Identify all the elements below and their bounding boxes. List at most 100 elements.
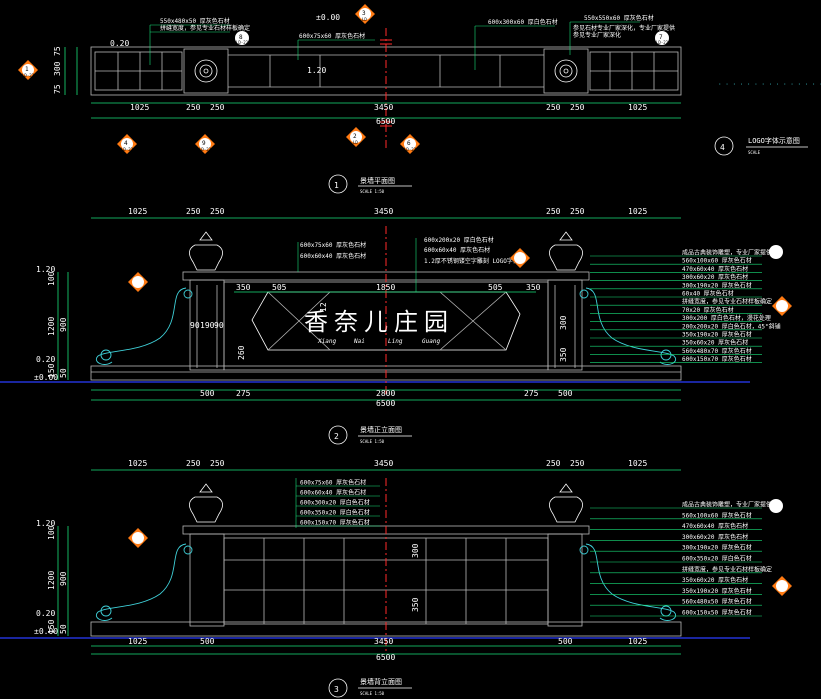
leader-note: 600x150x70 厚灰色石材 <box>682 355 752 363</box>
front-dim-bottom-2: 275 <box>236 389 251 398</box>
svg-text:LD-22: LD-22 <box>236 40 249 45</box>
plan-vdim-300: 300 <box>53 61 62 76</box>
section-tag-7: 7 LD-22 <box>655 31 669 45</box>
section-tag-9: 9 LD-22 <box>195 134 215 154</box>
front-logo-en-4: Guang <box>422 338 440 345</box>
front-logo-en-1: Xiang <box>317 338 336 345</box>
front-dim-top-6: 250 <box>570 207 585 216</box>
front-level-020: 0.20 <box>36 355 55 364</box>
front-dim-top-1: 1025 <box>128 207 147 216</box>
back-vdim-50: 50 <box>59 624 68 634</box>
leader-note: 300x200 厚白色石材，漫花处理 <box>682 314 771 322</box>
back-dim-bottom-2: 500 <box>200 637 215 646</box>
back-tag-7 <box>769 499 783 513</box>
back-inner-dim-2: 350 <box>411 597 420 612</box>
plan-right-pier <box>543 48 589 94</box>
leader-note: 300x190x20 厚灰色石材 <box>682 281 752 289</box>
back-title-number: 3 <box>334 685 339 694</box>
leader-note: 560x480x70 厚灰色石材 <box>682 347 752 355</box>
leader-note: 600x60x40 厚灰色石材 <box>300 489 366 497</box>
front-inner-dim-5: 300 <box>559 315 568 330</box>
plan-title: 景墙平面图 <box>360 176 395 185</box>
leader-note: 560x100x60 厚灰色石材 <box>682 257 752 265</box>
plan-elevation-mark: ±0.00 <box>316 13 340 22</box>
front-dim-top-2: 250 <box>186 207 201 216</box>
front-dim-top-7: 1025 <box>628 207 647 216</box>
back-left-volute <box>96 543 187 621</box>
back-dim-top-6: 250 <box>570 459 585 468</box>
plan-note-4: 600x300x60 厚白色石材 <box>488 18 558 26</box>
front-left-urn <box>189 231 223 271</box>
front-logo-en-3: Ling <box>388 338 403 345</box>
back-left-urn <box>189 483 223 523</box>
plan-dim-250-b: 250 <box>210 103 225 112</box>
plan-vdim-75a: 75 <box>53 46 62 56</box>
front-dim-top-4: 3450 <box>374 207 393 216</box>
back-dim-top-2: 250 <box>186 459 201 468</box>
front-tag-5 <box>510 248 530 268</box>
back-right-volute <box>585 543 676 621</box>
front-level-120: 1.20 <box>36 265 55 274</box>
back-dim-bottom-4: 500 <box>558 637 573 646</box>
svg-text:LD-22: LD-22 <box>656 40 669 45</box>
plan-title-block: 1 景墙平面图 SCALE 1:50 <box>328 174 412 194</box>
back-vdim-900: 900 <box>59 571 68 586</box>
back-dim-bottom-3: 3450 <box>374 637 393 646</box>
back-vdim-100: 100 <box>47 525 56 540</box>
plan-level-020: 0.20 <box>110 39 129 48</box>
back-vdim-150: 150 <box>47 619 56 634</box>
front-dim-bottom-4: 275 <box>524 389 539 398</box>
back-right-pier <box>547 533 583 627</box>
front-right-urn <box>549 231 583 271</box>
leader-note: 560x100x60 厚灰色石材 <box>682 511 752 519</box>
leader-note: 600x150x70 厚灰色石材 <box>300 519 370 527</box>
plan-dim-250-d: 250 <box>570 103 585 112</box>
front-scale: SCALE 1:50 <box>360 439 385 444</box>
back-tag-8-right <box>772 576 792 596</box>
svg-text:6: 6 <box>407 140 411 147</box>
section-tag-6: 6 LD-22 <box>400 134 420 154</box>
front-left-volute <box>96 287 187 365</box>
front-inner-dim-6: 350 <box>559 347 568 362</box>
leader-note: 600x300x20 厚白色石材 <box>300 499 370 507</box>
front-inner-dim-2: 190 <box>200 321 215 330</box>
plan-faint-ref: · · · · · · · · · · · · · · · · <box>718 81 821 88</box>
front-note-top-5: 1.2厚不锈钢镂空字雕刻 LOGO字体 <box>424 257 519 265</box>
plan-note-7: 参见专业厂家深化 <box>573 31 621 39</box>
front-dim-top-5: 250 <box>546 207 561 216</box>
back-right-urn <box>549 483 583 523</box>
svg-text:LD-22: LD-22 <box>121 147 134 152</box>
back-scale: SCALE 1:50 <box>360 691 385 696</box>
front-dim-bottom-1: 500 <box>200 389 215 398</box>
leader-note: 350x60x20 厚灰色石材 <box>682 339 748 347</box>
back-elevation: 1025 250 250 3450 250 250 1025 1025 500 … <box>0 459 792 698</box>
leader-note: 350x60x20 厚灰色石材 <box>682 576 748 584</box>
plan-dim-total: 6500 <box>376 117 395 126</box>
svg-text:LD: LD <box>362 17 367 22</box>
logo-note-block: 4 LOGO字体示意图 SCALE <box>714 136 808 156</box>
front-note-top-3: 600x200x20 厚白色石材 <box>424 236 494 244</box>
section-tag-3: 3 LD <box>355 4 375 24</box>
front-mid-dim-4: 505 <box>488 283 503 292</box>
svg-text:4: 4 <box>124 140 128 147</box>
back-dim-bottom-5: 1025 <box>628 637 647 646</box>
front-tag-8-right <box>772 296 792 316</box>
leader-note: 560x480x50 厚灰色石材 <box>682 598 752 606</box>
front-dim-total: 6500 <box>376 399 395 408</box>
back-dim-total: 6500 <box>376 653 395 662</box>
leader-note: 470x60x40 厚灰色石材 <box>682 522 748 530</box>
svg-text:LD: LD <box>353 140 358 145</box>
leader-note: 70x20 厚灰色石材 <box>682 306 734 314</box>
front-vdim-50: 50 <box>59 368 68 378</box>
front-tag-8 <box>128 272 148 292</box>
front-mid-dim-2: 505 <box>272 283 287 292</box>
back-title: 景墙背立面图 <box>360 677 402 686</box>
back-level-000: ±0.00 <box>34 627 58 636</box>
plan-note-6: 参见石材专业厂家深化，专业厂家提供 <box>573 24 675 32</box>
leader-note: 200x200x20 厚白色石材，45°斜铺 <box>682 322 781 330</box>
leader-note: 成品古典装饰雕塑，专业厂家提供 <box>682 249 772 257</box>
svg-text:LD-22: LD-22 <box>404 147 417 152</box>
plan-left-pier <box>183 48 229 94</box>
